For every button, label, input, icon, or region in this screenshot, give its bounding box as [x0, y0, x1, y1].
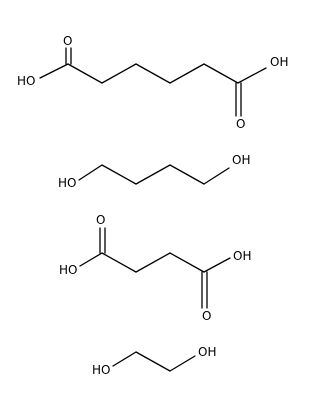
atom-o-bottom: O — [202, 309, 211, 323]
atom-oh-right: OH — [198, 345, 216, 359]
bond — [135, 351, 171, 372]
atom-oh-left: HO — [92, 363, 110, 377]
atom-oh-left: HO — [17, 74, 35, 88]
bond — [135, 164, 171, 185]
bond — [39, 63, 69, 79]
bond — [203, 63, 239, 84]
bond — [203, 167, 230, 185]
bond — [101, 164, 137, 185]
molecule-succinic-acid: HO O O OH — [59, 213, 251, 323]
bond — [203, 257, 231, 273]
atom-oh-right: OH — [232, 153, 250, 167]
atom-o-top: O — [63, 34, 72, 48]
bond — [237, 67, 267, 84]
bond — [67, 63, 103, 84]
bond — [135, 252, 171, 273]
atom-o-bottom: O — [236, 117, 245, 131]
atom-o-top: O — [96, 213, 105, 227]
bond — [169, 63, 205, 84]
bond — [169, 355, 196, 372]
bond — [101, 63, 137, 84]
atom-oh-left: HO — [58, 176, 76, 190]
bond — [169, 252, 205, 273]
bond — [101, 252, 137, 273]
bond — [112, 351, 137, 367]
atom-oh-right: OH — [233, 249, 251, 263]
bond — [169, 164, 205, 185]
structure-diagram: HO O O OH HO OH HO O O OH — [17, 34, 288, 377]
molecule-butanediol: HO OH — [58, 153, 250, 190]
bond — [79, 252, 103, 267]
molecule-adipic-acid: HO O O OH — [17, 34, 288, 131]
bond — [78, 164, 103, 181]
atom-oh-right: OH — [270, 55, 288, 69]
atom-oh-left: HO — [59, 263, 77, 277]
molecule-ethylene-glycol: HO OH — [92, 345, 216, 377]
bond — [135, 63, 171, 84]
